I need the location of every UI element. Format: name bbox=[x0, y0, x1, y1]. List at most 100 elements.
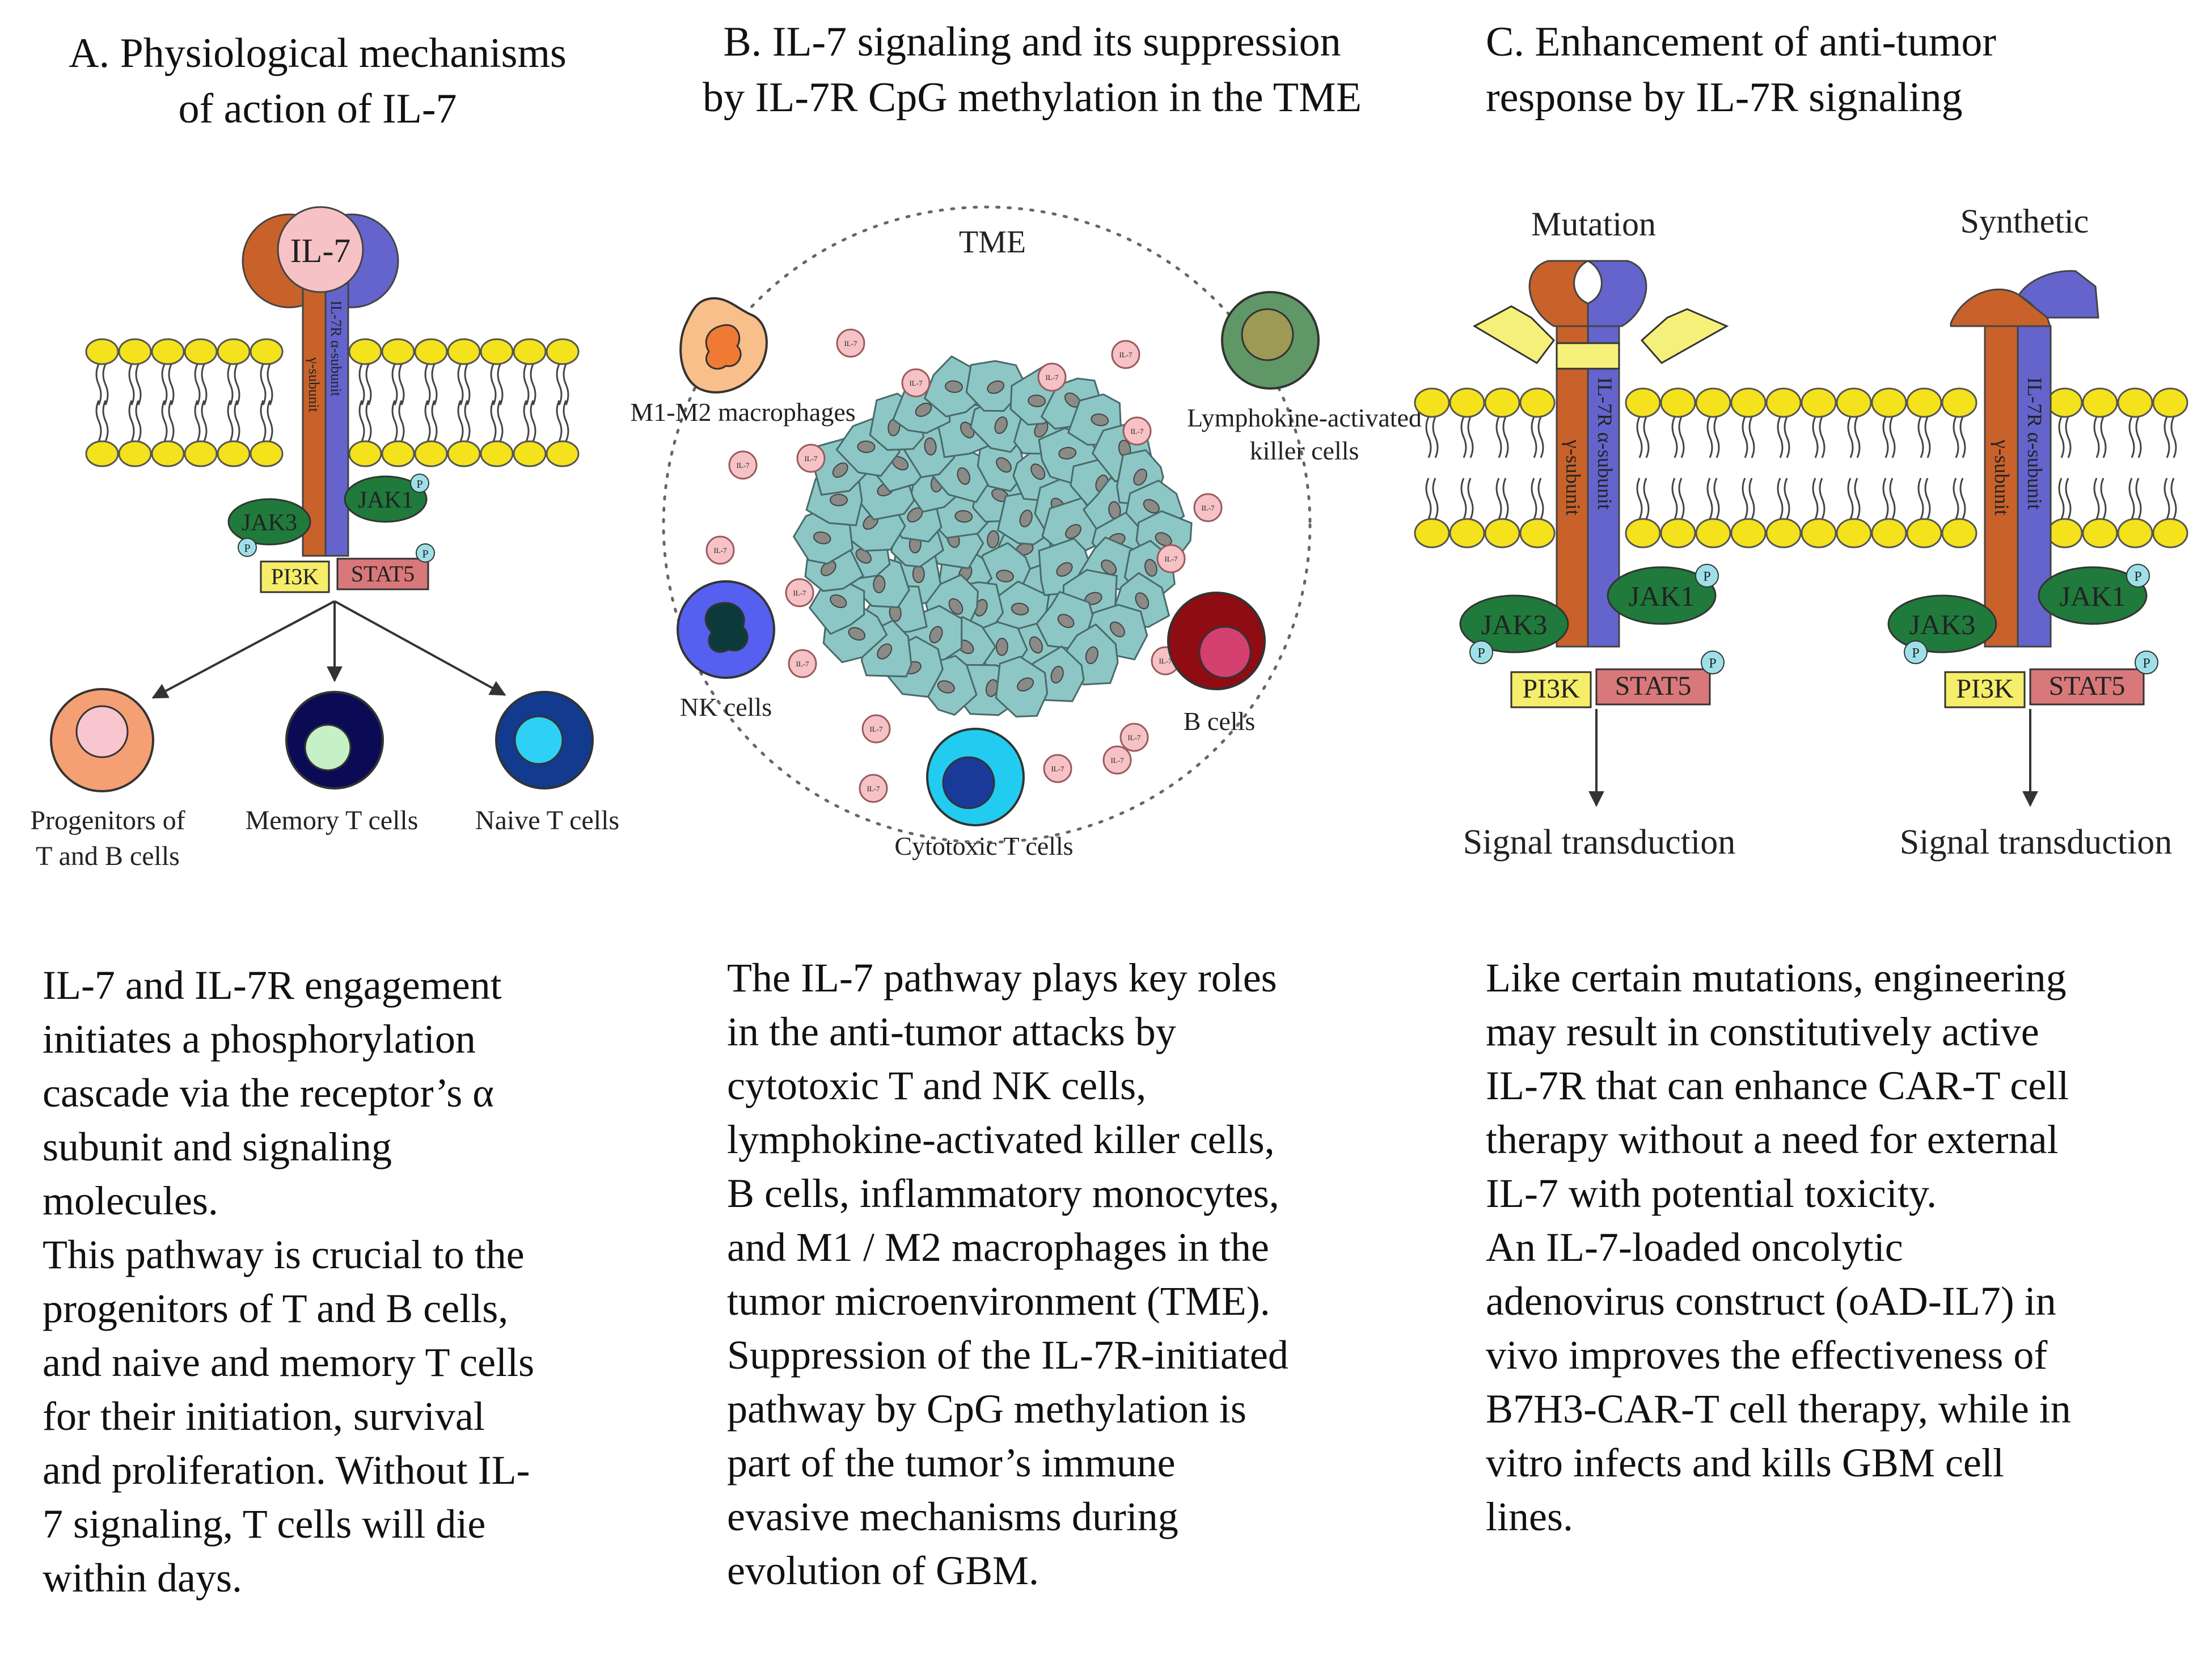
lipid-tail bbox=[1812, 416, 1819, 458]
synthetic-alpha-label: IL-7R α-subunit bbox=[2023, 377, 2046, 510]
il7-token-icon bbox=[796, 444, 826, 473]
arrow-to-naive bbox=[334, 600, 506, 696]
panel-a-pi3k-label: PI3K bbox=[271, 564, 319, 589]
lipid-tail bbox=[2170, 416, 2177, 458]
tumor-cell-nucleus bbox=[1109, 621, 1125, 638]
tme-boundary bbox=[662, 205, 1312, 844]
nk-label: NK cells bbox=[680, 693, 772, 721]
caption-line: Suppression of the IL-7R-initiated bbox=[727, 1332, 1288, 1378]
panel-c-title-line1: C. Enhancement of anti-tumor bbox=[1486, 19, 1997, 65]
tumor-mass bbox=[792, 355, 1193, 718]
diagram-canvas: IL-7 IL-7R α-subunit γ-subunit JAK3 JAK1… bbox=[30, 202, 2188, 871]
caption-line: IL-7R that can enhance CAR-T cell bbox=[1486, 1063, 2069, 1108]
panel-a-target-cells bbox=[50, 688, 594, 792]
lipid-tail bbox=[102, 364, 109, 406]
lipid-head bbox=[447, 440, 481, 467]
lipid-tail bbox=[1537, 478, 1544, 520]
tumor-cell-nucleus bbox=[1056, 562, 1073, 577]
phospho-icon bbox=[2135, 651, 2158, 674]
lipid-tail bbox=[267, 400, 273, 442]
lipid-tail bbox=[1467, 416, 1474, 458]
il7-token-icon bbox=[1119, 723, 1149, 752]
synthetic-signal-label: Signal transduction bbox=[1900, 823, 2172, 862]
il7-token-label: IL-7 bbox=[736, 461, 750, 470]
mutation-label: Mutation bbox=[1531, 205, 1656, 243]
cytotoxic-nucleus bbox=[942, 756, 995, 809]
lipid-head bbox=[1695, 387, 1731, 418]
lipid-head bbox=[1906, 518, 1942, 548]
panel-a-gamma-label: γ-subunit bbox=[306, 357, 322, 412]
lipid-tail bbox=[168, 400, 175, 442]
lipid-tail bbox=[1678, 416, 1685, 458]
tumor-cell-nucleus bbox=[1101, 559, 1117, 575]
lipid-head bbox=[2117, 518, 2153, 548]
lipid-tail bbox=[2065, 416, 2072, 458]
lipid-head bbox=[414, 440, 448, 467]
tumor-cell-nucleus bbox=[1085, 646, 1098, 664]
lipid-tail bbox=[424, 400, 431, 442]
phospho-icon bbox=[1695, 564, 1719, 588]
lipid-tail bbox=[1889, 478, 1896, 520]
lipid-head bbox=[513, 440, 547, 467]
lipid-tail bbox=[2163, 478, 2170, 520]
il7-token-label: IL-7 bbox=[1159, 657, 1172, 665]
synthetic-jak1 bbox=[2038, 566, 2148, 625]
lipid-tail bbox=[95, 400, 102, 442]
synthetic-receptor: γ-subunit IL-7R α-subunit bbox=[1950, 270, 2099, 648]
lipid-tail bbox=[1812, 478, 1819, 520]
panel-a-title-line2: of action of IL-7 bbox=[178, 86, 457, 132]
il7-token-icon bbox=[728, 450, 758, 480]
synthetic-signaling: JAK3 JAK1 P P PI3K STAT5 P bbox=[1887, 564, 2158, 807]
lipid-tail bbox=[1784, 416, 1790, 458]
lipid-head bbox=[1801, 518, 1837, 548]
caption-line: lymphokine-activated killer cells, bbox=[727, 1117, 1275, 1162]
lipid-tail bbox=[1742, 478, 1748, 520]
lipid-tail bbox=[135, 364, 142, 406]
lipid-head bbox=[1871, 518, 1907, 548]
il7-token-icon bbox=[901, 368, 931, 398]
lipid-tail bbox=[556, 364, 563, 406]
lipid-tail bbox=[201, 364, 208, 406]
phospho-label: P bbox=[422, 548, 428, 560]
lipid-head bbox=[250, 338, 284, 365]
lipid-tail bbox=[1924, 478, 1931, 520]
caption-line: within days. bbox=[43, 1555, 242, 1601]
lipid-tail bbox=[2100, 478, 2107, 520]
panel-a-alpha-label: IL-7R α-subunit bbox=[328, 301, 344, 397]
lipid-tail bbox=[227, 364, 234, 406]
lak-nucleus bbox=[1241, 308, 1294, 361]
caption-line: initiates a phosphorylation bbox=[43, 1016, 476, 1062]
lipid-tail bbox=[365, 364, 372, 406]
phospho-icon bbox=[238, 538, 257, 557]
panel-a-receptor: IL-7 IL-7R α-subunit γ-subunit JAK3 JAK1… bbox=[227, 206, 435, 593]
lipid-tail bbox=[1425, 478, 1432, 520]
panel-a-caption: IL-7 and IL-7R engagement initiates a ph… bbox=[43, 959, 644, 1605]
lipid-head bbox=[2117, 387, 2153, 418]
lipid-tail bbox=[1502, 416, 1509, 458]
b-label: B cells bbox=[1184, 707, 1255, 736]
macrophage-label: M1-M2 macrophages bbox=[630, 398, 855, 427]
lipid-tail bbox=[563, 400, 569, 442]
lipid-head bbox=[184, 440, 218, 467]
lipid-tail bbox=[1460, 416, 1467, 458]
nk-nucleus bbox=[704, 602, 749, 653]
tumor-cell-nucleus bbox=[1058, 446, 1077, 460]
tumor-cell-nucleus bbox=[912, 565, 925, 584]
lipid-tail bbox=[2093, 478, 2100, 520]
lipid-head bbox=[1730, 387, 1767, 418]
synthetic-stat5-label: STAT5 bbox=[2049, 671, 2126, 701]
il7-token-icon bbox=[861, 714, 891, 744]
phospho-icon bbox=[1701, 651, 1725, 674]
synthetic-pi3k bbox=[1944, 671, 2026, 708]
tumor-cell-nucleus bbox=[996, 457, 1012, 473]
lipid-tail bbox=[1643, 416, 1650, 458]
phospho-label: P bbox=[1703, 569, 1710, 584]
lipid-head bbox=[250, 440, 284, 467]
lipid-tail bbox=[530, 400, 536, 442]
lipid-head bbox=[2152, 387, 2188, 418]
lipid-head bbox=[348, 440, 382, 467]
tumor-cell-nucleus bbox=[857, 440, 876, 453]
mutation-jak3-label: JAK3 bbox=[1481, 609, 1548, 640]
lipid-tail bbox=[1531, 478, 1537, 520]
tumor-cell-nucleus bbox=[987, 380, 1005, 394]
